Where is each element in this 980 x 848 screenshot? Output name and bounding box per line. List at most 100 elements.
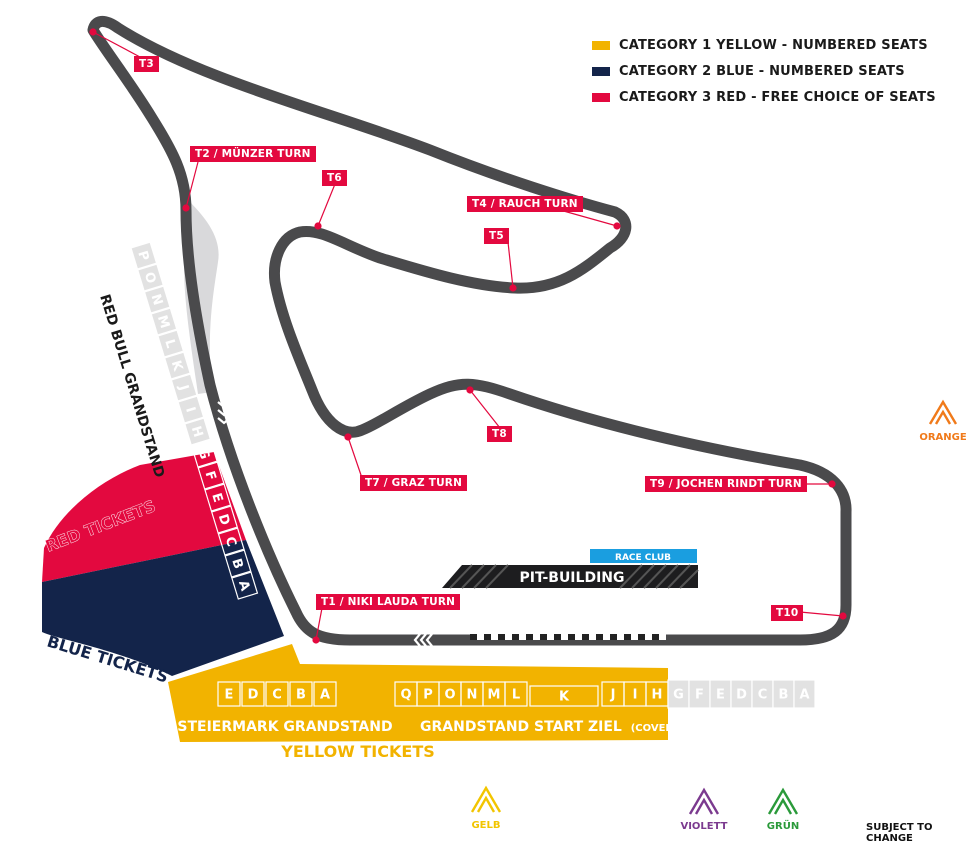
svg-text:I: I [633,688,638,703]
seat-section-red: G [190,439,218,468]
turn-label-t4: T4 / RAUCH TURN [467,196,583,212]
turn-label-t9: T9 / JOCHEN RINDT TURN [645,476,807,492]
seat-section-blue: C [217,527,245,556]
seat-section-grey: F [688,679,711,709]
svg-text:C: C [272,688,282,703]
pit-building-label: PIT-BUILDING [520,570,625,586]
seat-section-red: D [210,505,239,534]
yellow-ticket-zone [168,644,668,742]
seat-section-grey: M [150,307,178,336]
race-club-box [590,549,697,563]
seat-section-grey: P [130,241,158,270]
seat-section-yellow: C [265,681,289,707]
blue-swatch [592,66,610,76]
legend-label: CATEGORY 1 YELLOW - NUMBERED SEATS [619,37,928,53]
seat-section-yellow: D [241,681,265,707]
track-chevrons [217,83,662,647]
steiermark-grandstand-label: STEIERMARK GRANDSTAND [177,719,392,735]
start-ziel-note: (COVERED) [631,723,693,734]
seat-section-red: F [197,461,225,490]
turn-label-t1: T1 / NIKI LAUDA TURN [316,594,461,610]
svg-text:P: P [423,688,433,703]
svg-text:G: G [195,447,212,462]
orange-gate-icon [928,399,958,425]
legend-item-red: CATEGORY 3 RED - FREE CHOICE OF SEATS [592,84,936,110]
start-ziel-name: GRANDSTAND START ZIEL [420,719,622,735]
seat-section-blue: A [231,571,259,600]
seat-section-grey: J [170,373,198,402]
turn-label-t2: T2 / MÜNZER TURN [190,146,316,162]
seat-section-grey: H [184,417,212,446]
svg-text:H: H [188,424,206,439]
track [87,16,852,646]
turn-label-t5: T5 [484,228,509,244]
svg-text:F: F [202,469,219,482]
svg-text:D: D [215,512,233,527]
svg-text:N: N [148,292,166,307]
seat-section-grey: C [751,679,774,709]
svg-text:Q: Q [400,688,411,703]
svg-text:A: A [799,688,809,703]
svg-text:A: A [320,688,330,703]
legend-label: CATEGORY 2 BLUE - NUMBERED SEATS [619,63,905,79]
gruen-gate-icon [767,787,799,815]
seat-section-grey: E [709,679,732,709]
violett-gate-label: VIOLETT [680,821,728,832]
seat-section-yellow: B [289,681,313,707]
svg-text:M: M [488,688,501,703]
turn-label-t8: T8 [487,426,512,442]
turn-label-t7: T7 / GRAZ TURN [360,475,468,491]
turn-label-t10: T10 [771,605,804,621]
seat-section-red: E [204,483,232,512]
gelb-gate-icon [470,785,502,813]
svg-text:A: A [235,579,252,593]
svg-text:L: L [512,688,520,703]
red-ticket-zone [42,452,246,582]
seat-section-yellow: K [529,685,599,707]
seat-section-yellow: E [217,681,241,707]
legend-item-blue: CATEGORY 2 BLUE - NUMBERED SEATS [592,58,936,84]
svg-text:O: O [141,270,159,285]
yellow-swatch [592,40,610,50]
start-finish-line [470,634,666,640]
svg-text:E: E [208,491,225,504]
seat-section-grey: O [136,263,165,292]
violett-gate-icon [688,787,720,815]
race-club-label: RACE CLUB [615,553,671,563]
red-swatch [592,92,610,102]
svg-text:F: F [695,688,704,703]
legend: CATEGORY 1 YELLOW - NUMBERED SEATS CATEG… [592,32,936,110]
seat-section-grey: L [157,329,185,358]
svg-text:J: J [610,688,616,703]
svg-text:M: M [154,313,172,330]
gruen-gate-label: GRÜN [766,821,800,832]
svg-text:J: J [175,382,191,392]
svg-text:P: P [134,249,151,263]
gelb-gate-label: GELB [471,820,501,831]
start-ziel-grandstand-label: GRANDSTAND START ZIEL (COVERED) [420,719,693,735]
yellow-tickets-label: YELLOW TICKETS [280,742,435,761]
svg-text:C: C [222,535,239,549]
blue-ticket-zone [42,540,284,676]
svg-text:N: N [467,688,478,703]
turn-leaders [89,28,847,644]
svg-text:E: E [716,688,725,703]
seat-section-blue: B [224,549,252,578]
seat-section-grey: D [730,679,753,709]
svg-text:B: B [779,688,789,703]
svg-text:B: B [228,557,245,571]
seat-section-grey: I [177,395,205,424]
svg-text:C: C [758,688,768,703]
svg-text:D: D [736,688,747,703]
seat-section-grey: B [772,679,795,709]
svg-text:K: K [559,690,570,705]
pit-building: PIT-BUILDING RACE CLUB [442,549,699,589]
subject-to-change-note: SUBJECT TO CHANGE [866,822,933,844]
legend-item-yellow: CATEGORY 1 YELLOW - NUMBERED SEATS [592,32,936,58]
orange-gate-label: ORANGE [919,432,967,443]
legend-label: CATEGORY 3 RED - FREE CHOICE OF SEATS [619,89,936,105]
